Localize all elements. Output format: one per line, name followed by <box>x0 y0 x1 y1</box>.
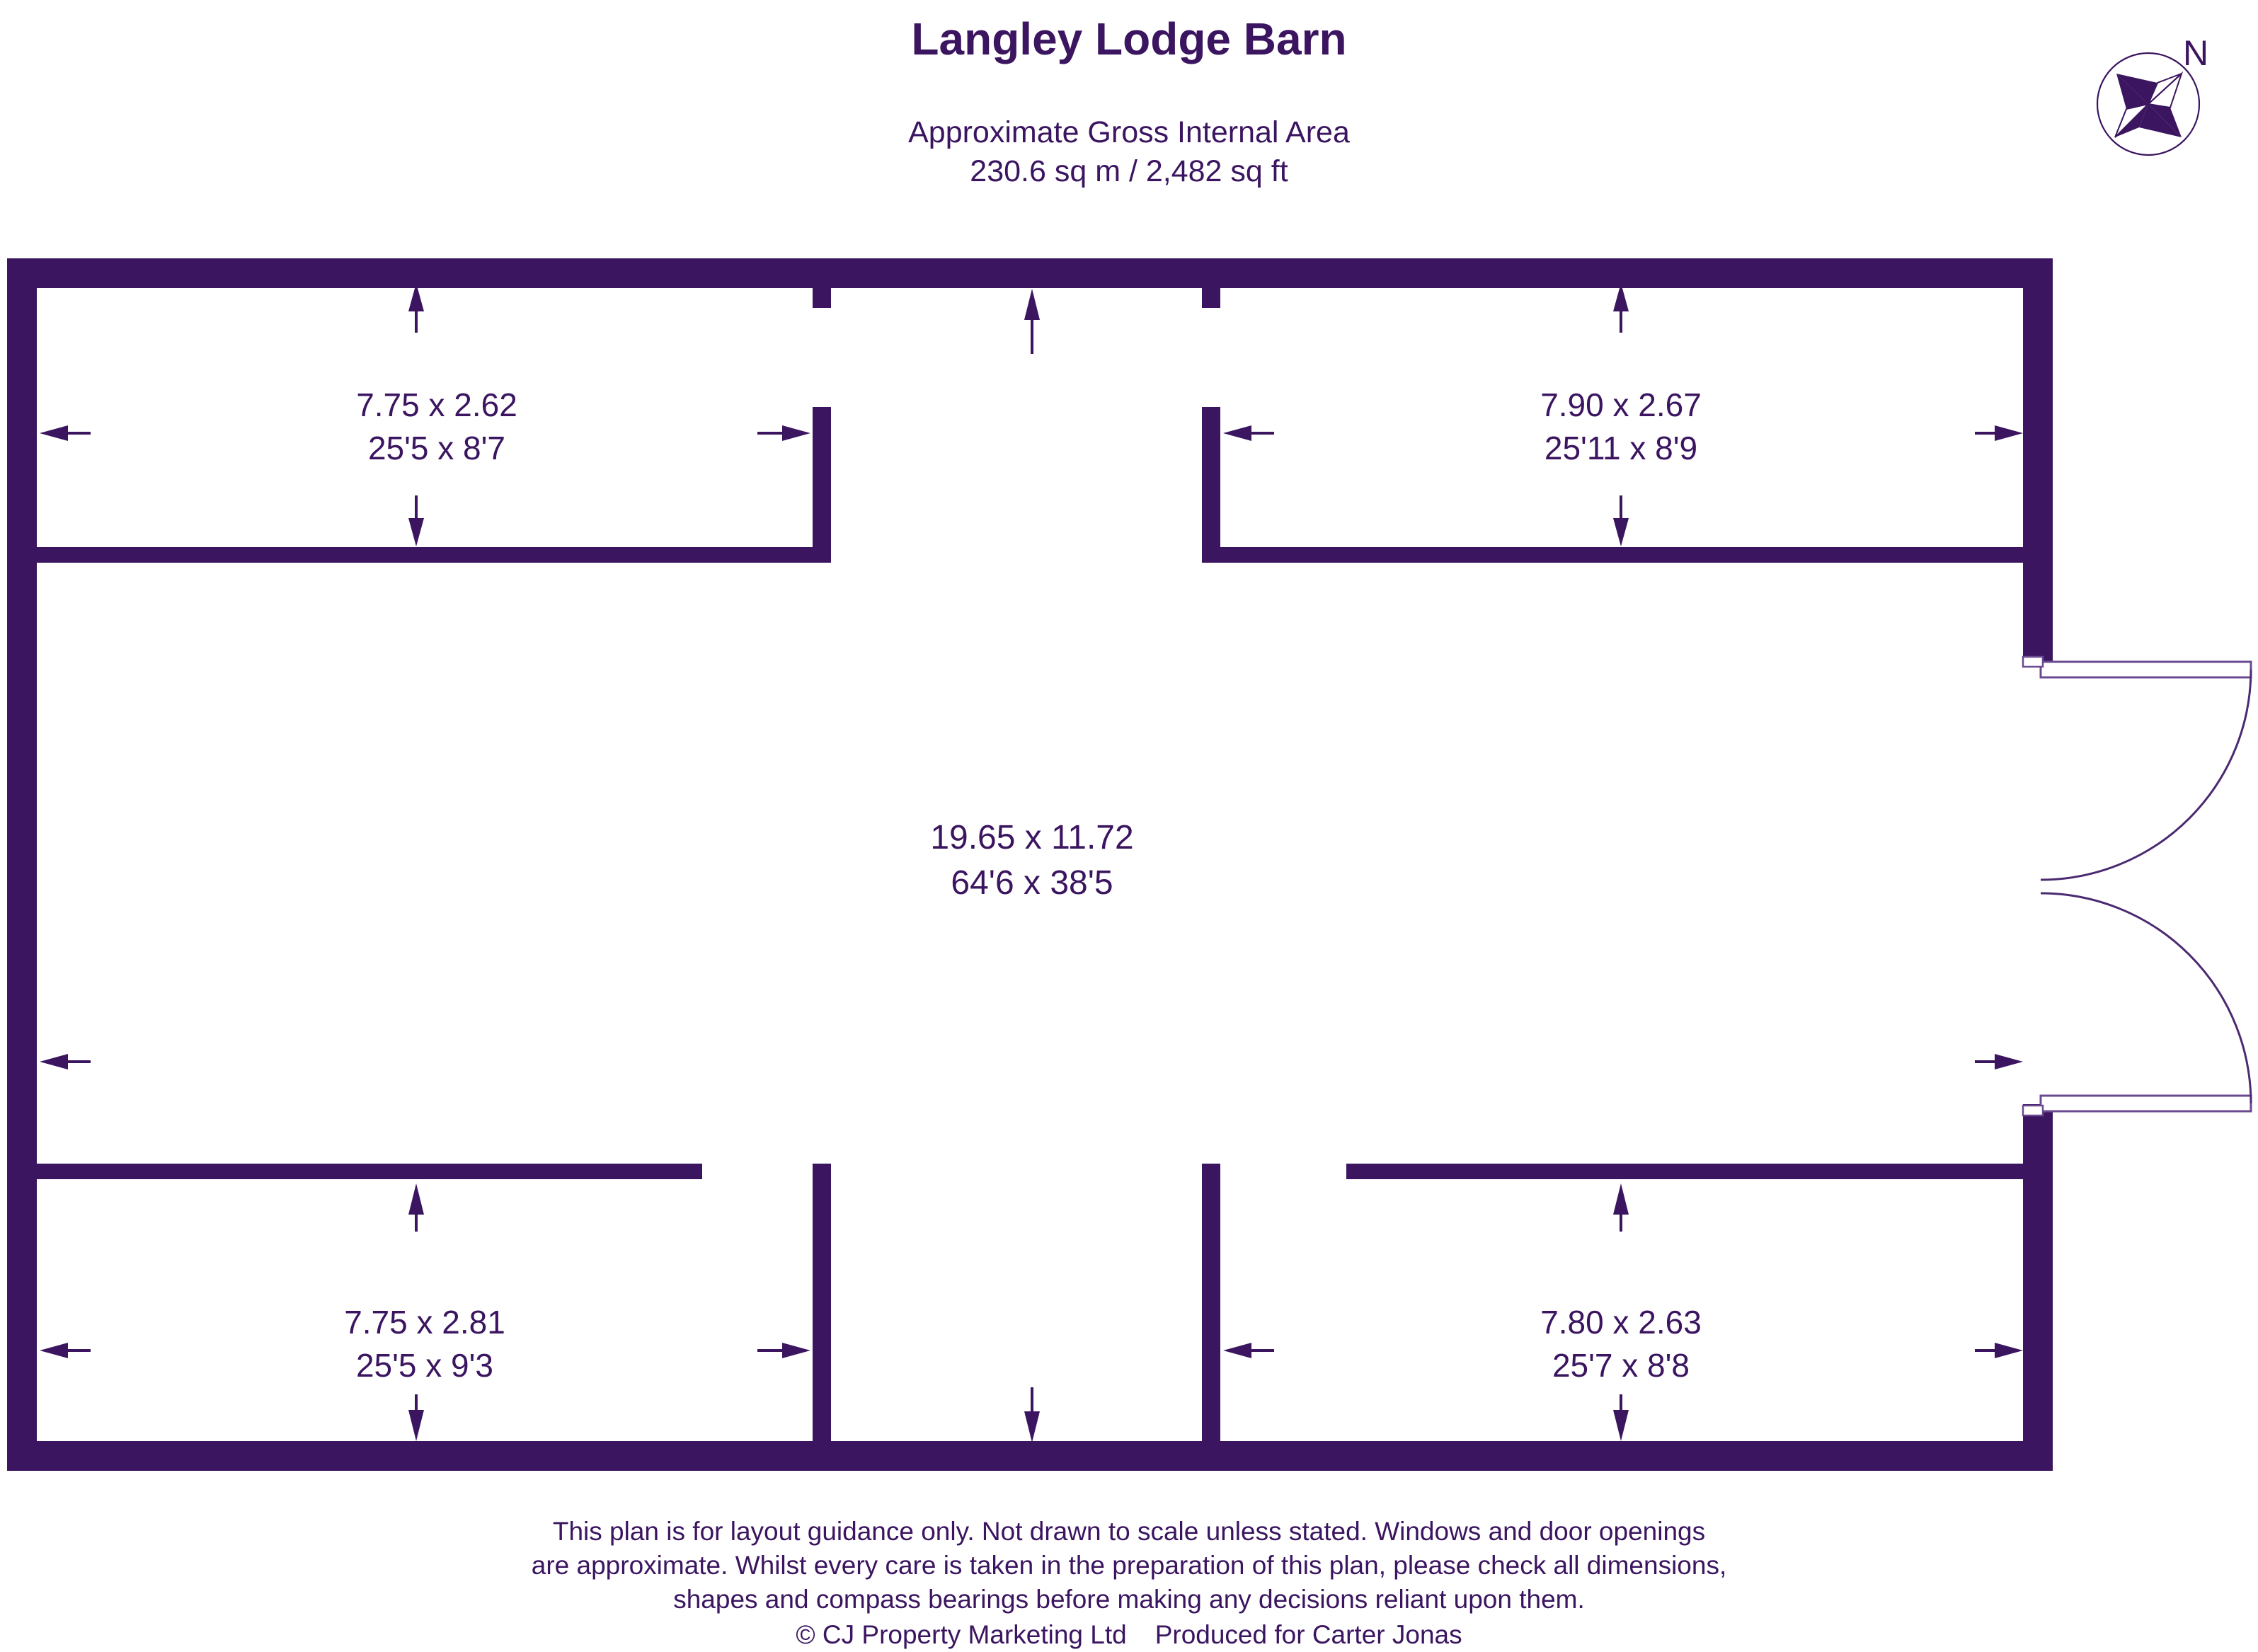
dim-arrow-bottomleft-down <box>408 1394 424 1441</box>
disclaimer-line-3: shapes and compass bearings before makin… <box>673 1585 1585 1614</box>
compass-rose-icon: N <box>2095 35 2208 157</box>
room-metric: 19.65 x 11.72 <box>930 819 1134 856</box>
wall-bottomleft-right <box>813 1164 831 1442</box>
dim-arrow-bottomleft-up <box>408 1183 424 1232</box>
area-value: 230.6 sq m / 2,482 sq ft <box>970 154 1288 189</box>
credit-line: © CJ Property Marketing Ltd Produced for … <box>0 1618 2258 1652</box>
dim-arrow-central-down <box>1024 1387 1040 1442</box>
wall-outer-bottom <box>7 1441 2053 1471</box>
dim-arrow-topleft-right <box>757 425 810 441</box>
door-leaf-lower <box>2039 1094 2252 1113</box>
room-imperial: 25'7 x 8'8 <box>1552 1347 1690 1384</box>
room-imperial: 25'11 x 8'9 <box>1544 430 1698 467</box>
wall-bottomright-top <box>1346 1164 2026 1179</box>
room-imperial: 25'5 x 8'7 <box>367 430 506 467</box>
room-metric: 7.90 x 2.67 <box>1540 386 1702 423</box>
room-label-top-left: 7.75 x 2.62 25'5 x 8'7 <box>356 384 517 470</box>
room-metric: 7.80 x 2.63 <box>1540 1304 1702 1341</box>
wall-outer-right-upper <box>2023 258 2053 662</box>
compass-north-label: N <box>2183 33 2209 73</box>
dim-arrow-bottomright-right <box>1975 1343 2023 1358</box>
wall-bottomleft-top <box>37 1164 702 1179</box>
dim-arrow-topright-left <box>1223 425 1274 441</box>
disclaimer-line-1: This plan is for layout guidance only. N… <box>552 1517 1706 1546</box>
dim-arrow-topright-right <box>1975 425 2023 441</box>
door-swing-arc-upper <box>2040 669 2252 881</box>
wall-outer-left <box>7 258 37 1471</box>
dim-arrow-central-left <box>40 1054 91 1069</box>
room-label-top-right: 7.90 x 2.67 25'11 x 8'9 <box>1540 384 1702 470</box>
door-swing-arc-lower <box>2040 892 2252 1104</box>
copyright-text: © CJ Property Marketing Ltd <box>796 1620 1127 1650</box>
room-imperial: 25'5 x 9'3 <box>355 1347 494 1384</box>
double-door-right <box>2022 655 2252 1117</box>
door-hinge-nib-upper <box>2022 655 2044 668</box>
room-imperial: 64'6 x 38'5 <box>951 864 1113 902</box>
wall-bottomright-left <box>1202 1164 1220 1442</box>
room-label-bottom-left: 7.75 x 2.81 25'5 x 9'3 <box>344 1301 505 1387</box>
dim-arrow-bottomright-up <box>1613 1183 1629 1232</box>
dim-arrow-central-right <box>1975 1054 2023 1069</box>
wall-topright-left <box>1202 407 1220 561</box>
dim-arrow-bottomright-down <box>1613 1394 1629 1441</box>
room-metric: 7.75 x 2.62 <box>356 386 517 423</box>
door-leaf-upper <box>2039 660 2252 679</box>
dim-arrow-bottomright-left <box>1223 1343 1274 1358</box>
door-hinge-nib-lower <box>2022 1104 2044 1117</box>
dim-arrow-topleft-up <box>408 283 424 333</box>
dim-arrow-bottomleft-right <box>757 1343 810 1358</box>
wall-topleft-right <box>813 407 831 561</box>
room-metric: 7.75 x 2.81 <box>344 1304 505 1341</box>
dim-arrow-topleft-left <box>40 425 91 441</box>
dim-arrow-topright-down <box>1613 495 1629 546</box>
wall-stub-topright-jamb <box>1202 288 1220 308</box>
footer-disclaimer: This plan is for layout guidance only. N… <box>0 1515 2258 1652</box>
disclaimer-line-2: are approximate. Whilst every care is ta… <box>531 1551 1727 1581</box>
page-title: Langley Lodge Barn <box>911 13 1347 64</box>
area-caption: Approximate Gross Internal Area <box>908 115 1350 149</box>
wall-outer-right-lower <box>2023 1104 2053 1471</box>
dim-arrow-bottomleft-left <box>40 1343 91 1358</box>
dim-arrow-central-up <box>1024 289 1040 354</box>
room-label-central: 19.65 x 11.72 64'6 x 38'5 <box>930 815 1133 906</box>
wall-stub-topleft-jamb <box>813 288 831 308</box>
wall-topright-bottom <box>1202 547 2026 563</box>
room-label-bottom-right: 7.80 x 2.63 25'7 x 8'8 <box>1540 1301 1702 1387</box>
wall-topleft-bottom <box>37 547 831 563</box>
wall-outer-top <box>7 258 2053 288</box>
area-summary: Approximate Gross Internal Area 230.6 sq… <box>0 113 2258 191</box>
dim-arrow-topleft-down <box>408 495 424 546</box>
produced-for-text: Produced for Carter Jonas <box>1154 1620 1462 1650</box>
dim-arrow-topright-up <box>1613 283 1629 333</box>
